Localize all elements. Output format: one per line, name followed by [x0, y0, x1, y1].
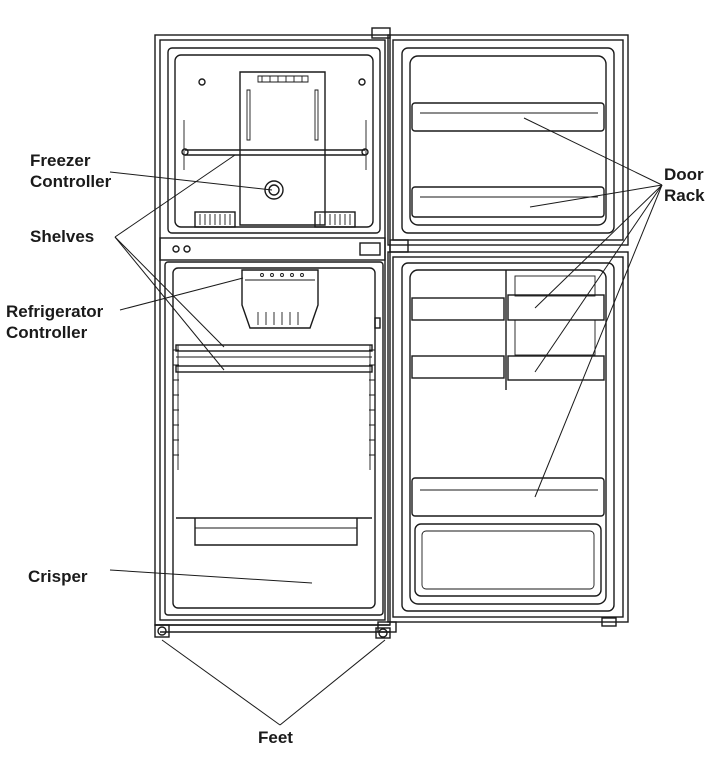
leader-shelves-1	[114, 154, 236, 238]
leader-door-rack-1	[523, 117, 663, 186]
divider-band	[159, 237, 386, 261]
feet	[154, 617, 617, 639]
leader-door-rack-2	[529, 184, 663, 208]
leader-door-rack-3	[534, 184, 663, 309]
leader-feet-1	[161, 639, 281, 726]
leader-refrigerator-controller	[119, 277, 244, 311]
leader-door-rack-5	[534, 184, 663, 498]
label-freezer-line2: Controller	[30, 172, 112, 191]
freezer-compartment	[167, 47, 381, 234]
leader-feet-2	[279, 639, 386, 726]
leader-freezer-controller	[109, 171, 273, 191]
leader-door-rack-4	[534, 184, 663, 373]
leader-shelves-2	[114, 236, 225, 348]
freezer-door	[387, 34, 629, 246]
labels: Freezer Controller Shelves Refrigerator …	[6, 151, 705, 747]
label-crisper: Crisper	[28, 567, 88, 586]
label-feet: Feet	[258, 728, 293, 747]
leader-crisper	[109, 569, 313, 584]
label-door-rack-line2: Rack	[664, 186, 705, 205]
label-freezer-line1: Freezer	[30, 151, 91, 170]
label-door-rack-line1: Door	[664, 165, 704, 184]
label-refrigerator-line2: Controller	[6, 323, 88, 342]
label-shelves: Shelves	[30, 227, 94, 246]
cabinet	[154, 34, 391, 633]
refrigerator-compartment	[164, 261, 384, 616]
label-refrigerator-line1: Refrigerator	[6, 302, 104, 321]
refrigerator-door	[387, 251, 629, 623]
leader-lines	[109, 117, 663, 726]
leader-shelves-3	[114, 236, 225, 371]
